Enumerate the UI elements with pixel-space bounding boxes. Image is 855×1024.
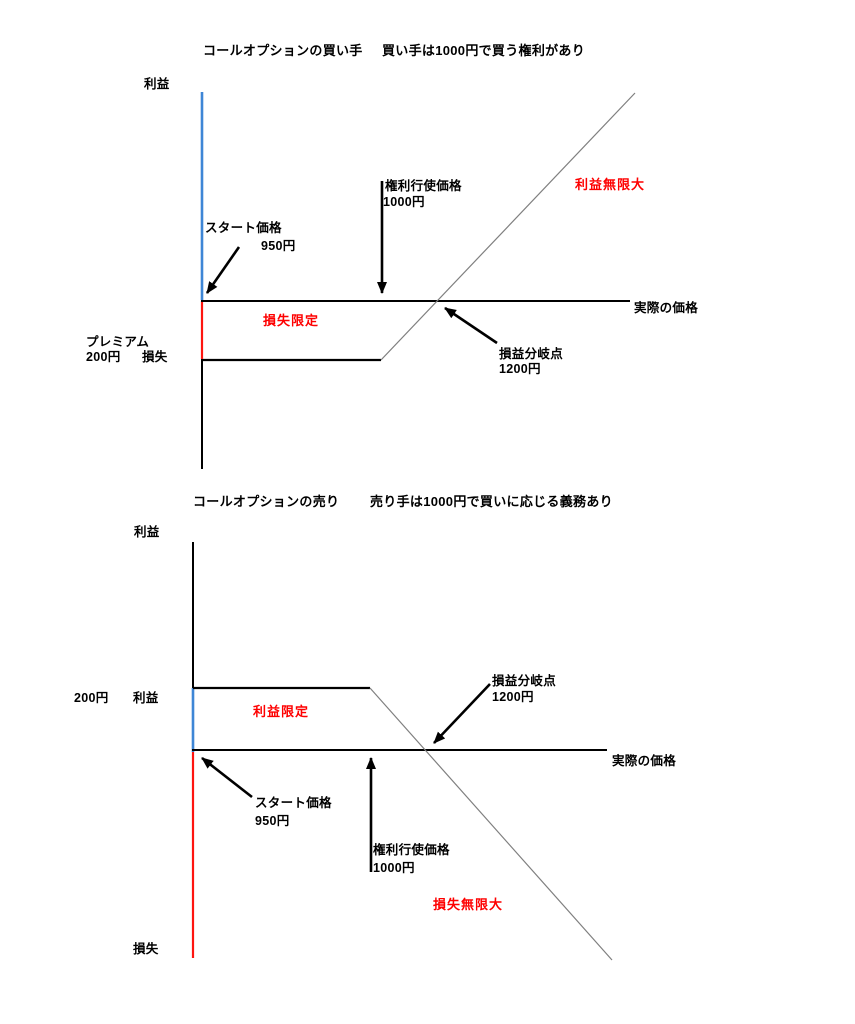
buyer-premium-value: 200円 xyxy=(86,350,121,364)
buyer-strike-price-label: 権利行使価格 xyxy=(385,179,462,193)
buyer-unlimited-profit-zone-label: 利益無限大 xyxy=(575,177,646,192)
seller-breakeven-label: 損益分岐点 xyxy=(492,674,557,688)
buyer-breakeven-label: 損益分岐点 xyxy=(499,347,564,361)
buyer-strike-price-value: 1000円 xyxy=(383,195,425,209)
seller-breakeven-arrow xyxy=(433,683,491,744)
buyer-start-price-label: スタート価格 xyxy=(205,221,282,235)
buyer-chart-title: コールオプションの買い手 xyxy=(203,43,363,58)
seller-loss-axis-label: 損失 xyxy=(133,942,159,956)
buyer-start-price-arrow xyxy=(205,246,241,294)
seller-start-price-arrow xyxy=(201,756,253,799)
buyer-profit-axis-label: 利益 xyxy=(144,77,170,91)
buyer-breakeven-value: 1200円 xyxy=(499,362,541,376)
seller-breakeven-value: 1200円 xyxy=(492,690,534,704)
seller-profit-level-label: 利益 xyxy=(133,691,159,705)
buyer-x-axis-label: 実際の価格 xyxy=(634,301,699,315)
seller-chart-subtitle: 売り手は1000円で買いに応じる義務あり xyxy=(370,494,613,509)
buyer-breakeven-arrow xyxy=(444,306,498,345)
buyer-premium-label: プレミアム xyxy=(86,335,150,349)
seller-profit-axis-label: 利益 xyxy=(134,525,160,539)
seller-chart-title: コールオプションの売り xyxy=(193,494,340,509)
seller-start-price-label: スタート価格 xyxy=(255,796,332,810)
seller-x-axis-label: 実際の価格 xyxy=(612,754,677,768)
seller-premium-value: 200円 xyxy=(74,691,109,705)
seller-start-price-value: 950円 xyxy=(255,814,290,828)
seller-limited-profit-zone-label: 利益限定 xyxy=(253,704,310,719)
seller-strike-price-value: 1000円 xyxy=(373,861,415,875)
seller-payoff-diagonal-line xyxy=(369,687,613,961)
seller-strike-price-label: 権利行使価格 xyxy=(373,843,450,857)
buyer-limited-loss-zone-label: 損失限定 xyxy=(263,313,320,328)
buyer-start-price-value: 950円 xyxy=(261,239,296,253)
seller-unlimited-loss-zone-label: 損失無限大 xyxy=(433,897,504,912)
buyer-chart-subtitle: 買い手は1000円で買う権利があり xyxy=(382,43,586,58)
buyer-loss-axis-label: 損失 xyxy=(142,350,168,364)
buyer-payoff-diagonal-line xyxy=(380,92,636,361)
